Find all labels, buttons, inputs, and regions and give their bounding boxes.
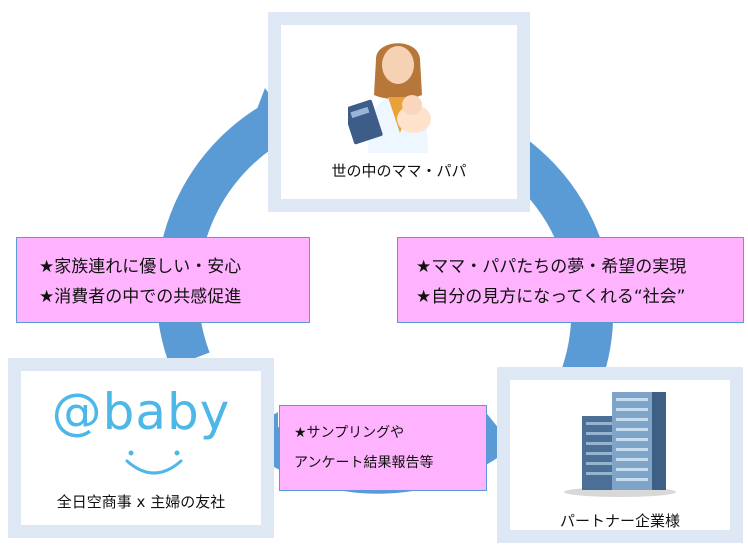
mother-with-baby-icon <box>348 43 431 153</box>
note-bottom: ★サンプリングや アンケート結果報告等 <box>279 405 487 491</box>
parents-label: 世の中のママ・パパ <box>331 162 467 180</box>
note-right: ★ママ・パパたちの夢・希望の実現 ★自分の見方になってくれる“社会” <box>397 237 744 323</box>
note-left-line-2: ★消費者の中での共感促進 <box>39 287 242 307</box>
ababy-node: @baby 全日空商事 x 主婦の友社 <box>8 358 274 538</box>
note-left: ★家族連れに優しい・安心 ★消費者の中での共感促進 <box>16 237 310 323</box>
note-right-line-1: ★ママ・パパたちの夢・希望の実現 <box>416 257 687 277</box>
note-left-line-1: ★家族連れに優しい・安心 <box>39 257 242 277</box>
note-bottom-line-1: ★サンプリングや <box>294 425 405 441</box>
partners-node: パートナー企業様 <box>497 367 743 543</box>
note-bottom-line-2: アンケート結果報告等 <box>294 455 434 471</box>
partners-label: パートナー企業様 <box>559 512 680 530</box>
office-building-icon <box>564 392 676 497</box>
ababy-label: 全日空商事 x 主婦の友社 <box>56 493 226 511</box>
note-right-line-2: ★自分の見方になってくれる“社会” <box>416 287 686 307</box>
ababy-logo: @baby <box>51 383 231 441</box>
smile-icon <box>125 450 183 475</box>
parents-node: 世の中のママ・パパ <box>268 12 530 212</box>
